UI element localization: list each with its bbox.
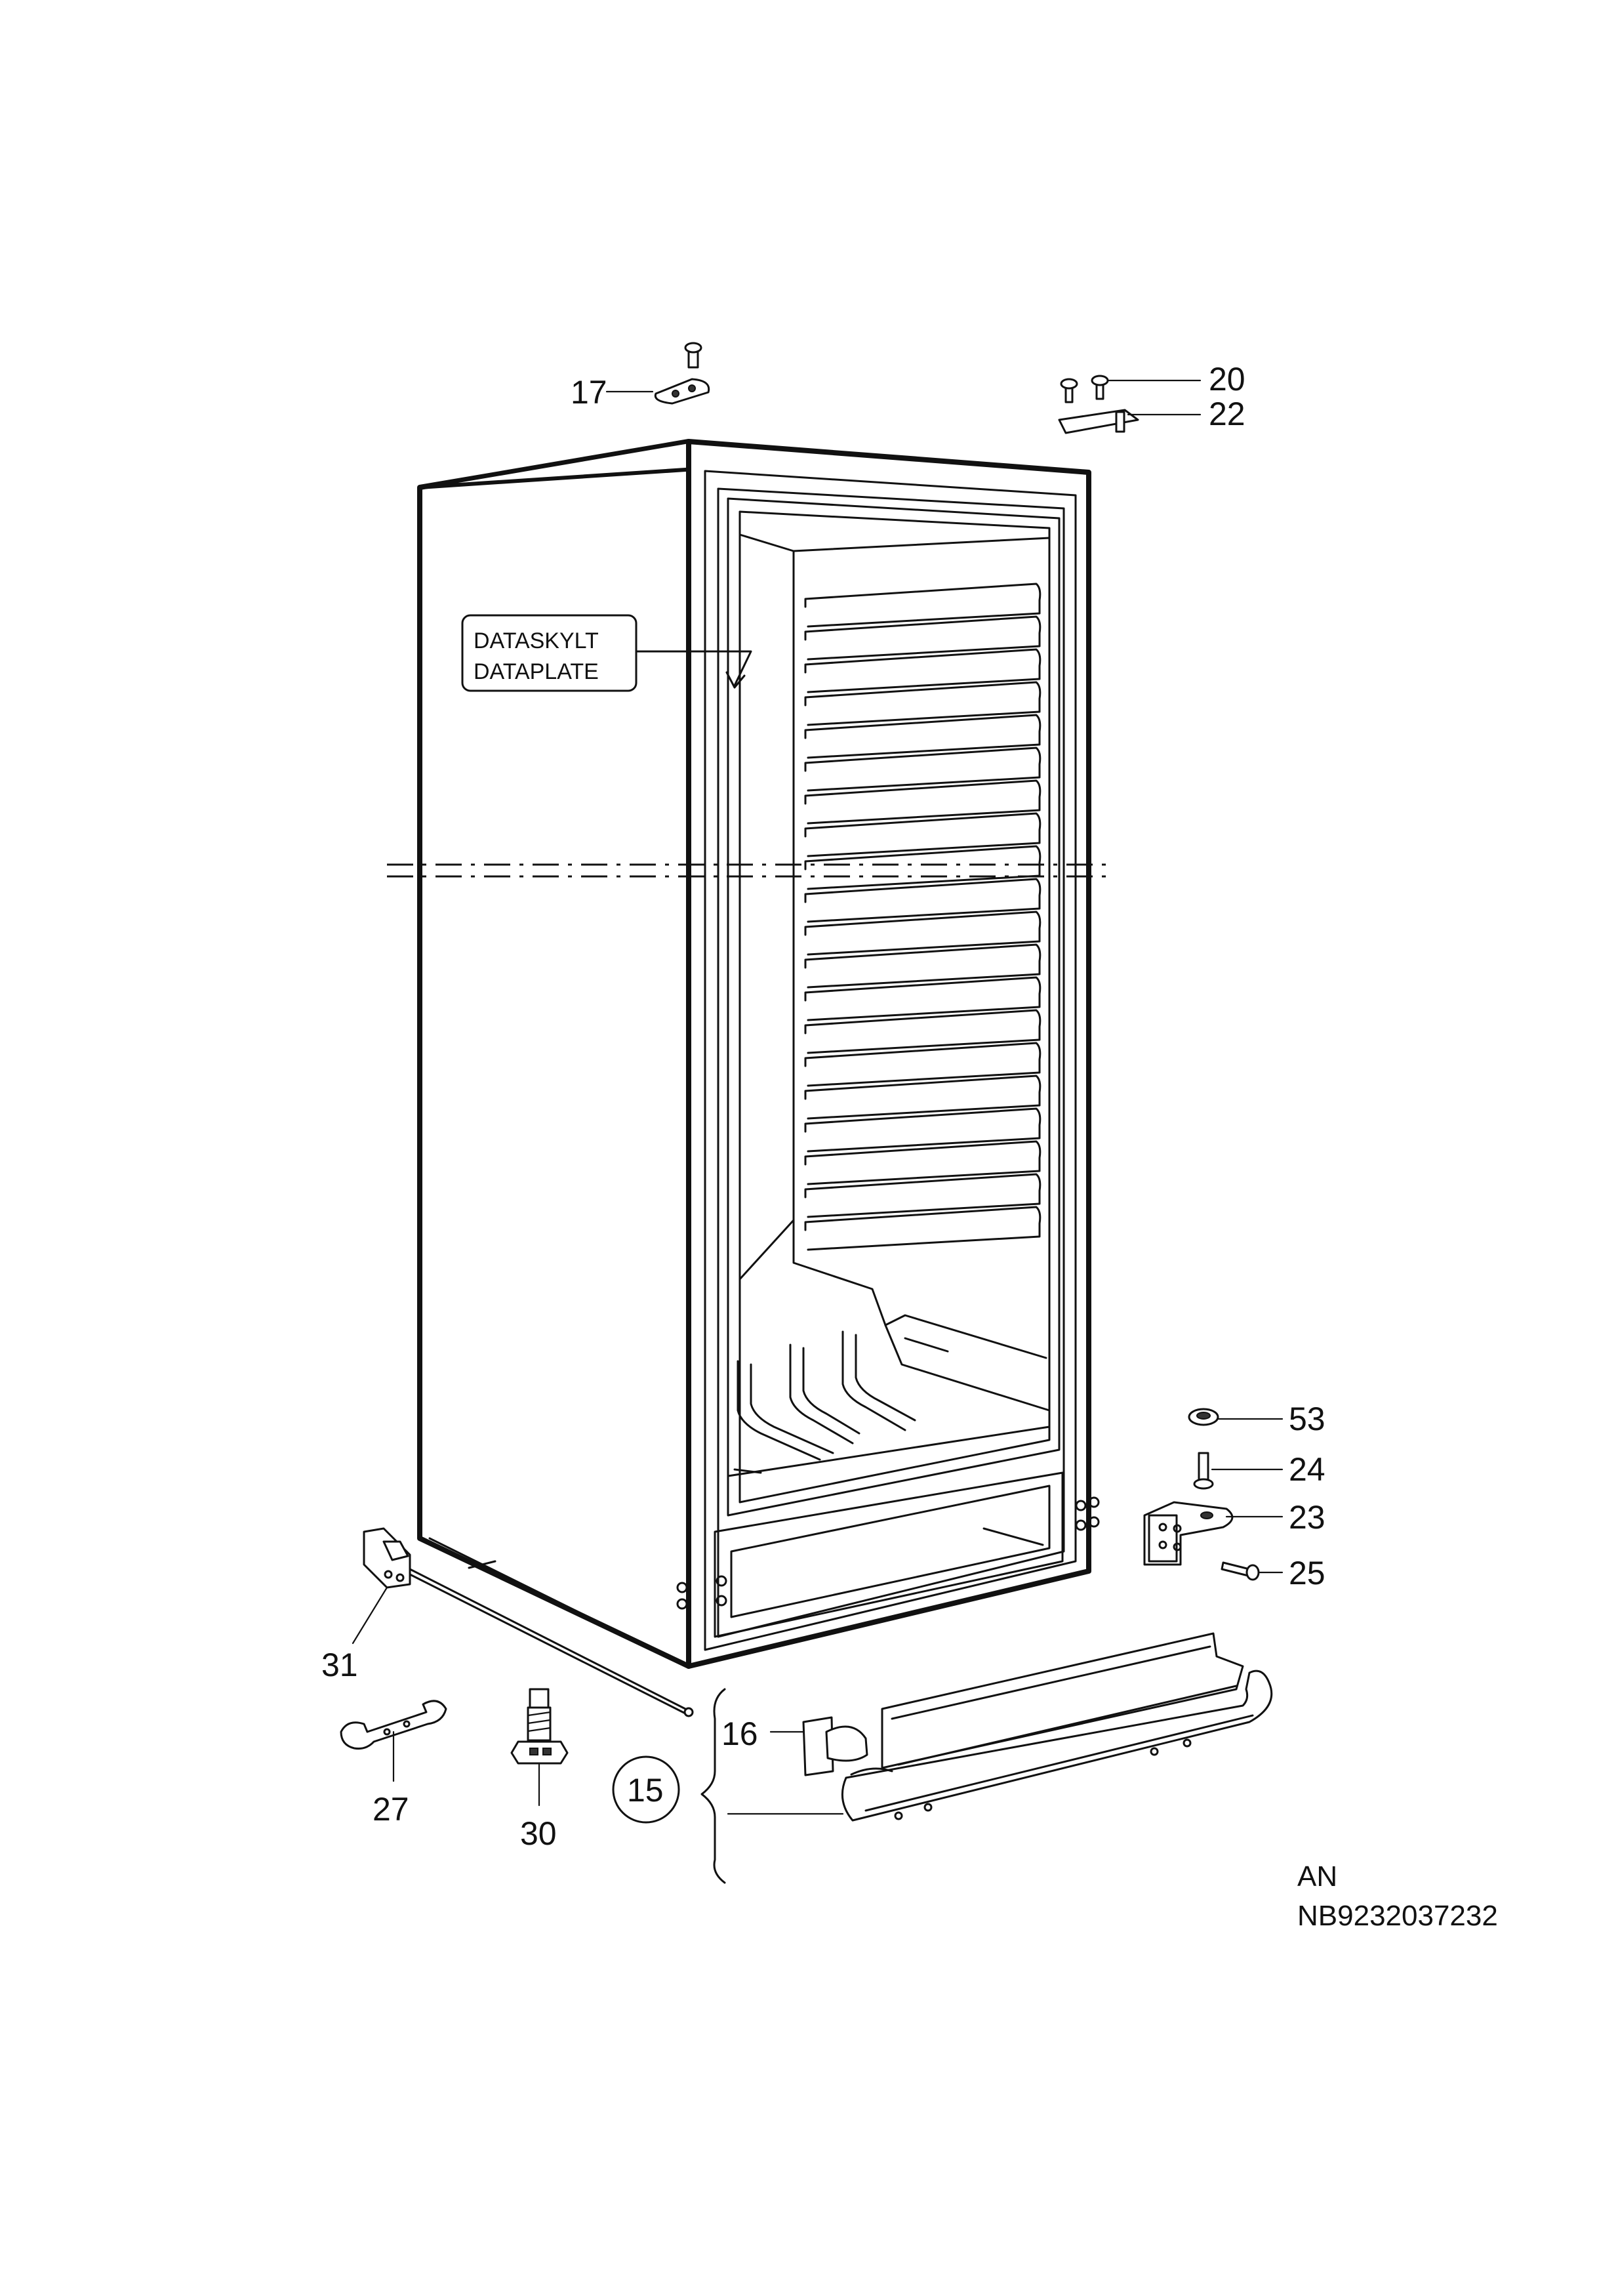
bottom-drawer-inner [730, 1485, 1051, 1618]
callout-23: 23 [1289, 1499, 1325, 1536]
bracket-symbol [700, 1688, 726, 1884]
data-plate-leader [635, 650, 752, 687]
bottom-drawer-frame [714, 1471, 1064, 1638]
shelf-rail [804, 1075, 1042, 1120]
callout-20: 20 [1209, 361, 1245, 398]
shelf-rail [804, 1206, 1042, 1251]
shelf-rail [804, 1009, 1042, 1054]
shelf-rail [804, 779, 1042, 825]
liner-floor [738, 1219, 1051, 1412]
callout-17: 17 [571, 374, 607, 411]
shelf-rail [804, 1107, 1042, 1153]
part-30-leveling-foot: 30 [510, 1688, 569, 1852]
callout-22: 22 [1209, 396, 1245, 432]
part-bottom-hinge-assembly: 53 24 23 25 [1143, 1401, 1325, 1591]
shelf-rail [804, 681, 1042, 726]
data-plate-box [461, 614, 637, 692]
drawing-code-line2: NB9232037232 [1297, 1900, 1498, 1932]
section-break-line [387, 863, 1108, 878]
drawing-code: AN NB9232037232 [1297, 1860, 1498, 1932]
inner-liner-2 [738, 510, 1051, 1504]
callout-31: 31 [321, 1647, 358, 1683]
shelf-rail [804, 878, 1042, 923]
part-27-wrench: 27 [340, 1700, 447, 1828]
part-20-22-top-hinge: 20 22 [1058, 361, 1245, 434]
shelf-rail [804, 943, 1042, 989]
data-plate-line2: DATAPLATE [474, 659, 599, 684]
shelf-rail [804, 845, 1042, 890]
shelf-rail [804, 615, 1042, 661]
frame-holes [676, 1496, 1100, 1610]
part-31-foot-bracket: 31 [321, 1527, 694, 1717]
front-frame-inner-2 [717, 487, 1065, 1638]
callout-30: 30 [520, 1815, 557, 1852]
part-17-hinge-cover: 17 [571, 342, 710, 411]
shelf-rail [804, 648, 1042, 693]
cabinet-front-frame [686, 439, 1091, 1669]
part-15-16-handle: 15 16 [612, 1632, 1273, 1884]
callout-53: 53 [1289, 1401, 1325, 1437]
shelf-rail [804, 812, 1042, 857]
shelf-rail [804, 583, 1042, 628]
callout-15: 15 [627, 1772, 664, 1809]
callout-24: 24 [1289, 1451, 1325, 1488]
data-plate-label: DATASKYLT DATAPLATE [461, 614, 752, 692]
callout-27: 27 [373, 1791, 409, 1828]
shelf-rail [804, 1042, 1042, 1087]
front-frame-inner [704, 470, 1077, 1651]
shelf-rail [804, 1173, 1042, 1218]
shelf-rail [804, 1140, 1042, 1185]
drawing-code-line1: AN [1297, 1860, 1337, 1893]
shelf-rail [804, 747, 1042, 792]
shelf-rail [804, 976, 1042, 1021]
callout-25: 25 [1289, 1555, 1325, 1591]
inner-liner [727, 497, 1061, 1517]
floor-coils [733, 1330, 949, 1474]
data-plate-line1: DATASKYLT [474, 628, 599, 653]
callout-16: 16 [721, 1715, 758, 1752]
shelf-rail [804, 714, 1042, 759]
shelf-rails [804, 583, 1042, 1251]
shelf-rail [804, 911, 1042, 956]
